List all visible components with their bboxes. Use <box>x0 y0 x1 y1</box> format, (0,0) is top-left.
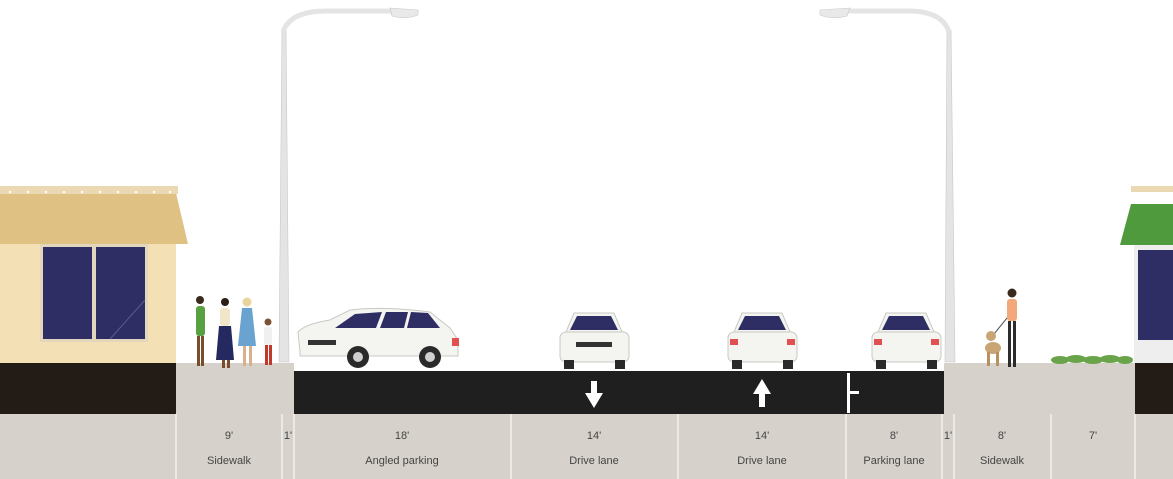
segment-sidewalk-left[interactable]: 9' Sidewalk <box>207 430 252 467</box>
segment-buffer-right[interactable]: 1' <box>944 430 952 442</box>
planting-strip <box>1051 355 1133 364</box>
parking-t-marking-icon <box>847 373 859 413</box>
pedestrian <box>196 296 205 366</box>
pedestrian-group <box>196 296 272 368</box>
pedestrian <box>216 298 234 368</box>
segment-sidewalk-right[interactable]: 8' Sidewalk <box>980 430 1025 467</box>
left-building-base <box>0 363 176 414</box>
roadway-asphalt <box>294 371 944 414</box>
pedestrian-with-dog <box>985 288 1017 367</box>
segment-width: 9' <box>225 430 233 442</box>
segment-dividers <box>175 414 1136 479</box>
car-angled-parking <box>297 307 459 368</box>
dog <box>985 342 1001 354</box>
segment-drive-lane-inbound[interactable]: 14' Drive lane <box>737 430 787 467</box>
segment-buffer-left[interactable]: 1' <box>284 430 292 442</box>
pedestrian <box>264 318 272 365</box>
segment-planting-right[interactable]: 7' <box>1089 430 1097 442</box>
segment-width: 1' <box>284 430 292 442</box>
right-building-base <box>1135 363 1173 414</box>
window <box>1138 250 1173 340</box>
segment-width: 8' <box>998 430 1006 442</box>
street-lamp-left <box>278 7 419 363</box>
pedestrian <box>238 297 256 366</box>
label-band <box>0 414 1173 479</box>
segment-width: 18' <box>395 430 409 442</box>
segment-width: 1' <box>944 430 952 442</box>
segment-width: 8' <box>890 430 898 442</box>
left-building <box>0 186 188 363</box>
street-lamp-right <box>819 7 956 363</box>
segment-label: Sidewalk <box>207 455 252 467</box>
arrow-down-icon <box>585 381 603 408</box>
right-building <box>1120 186 1173 363</box>
left-sidewalk-surface <box>176 363 294 414</box>
car-drive-lane-outbound <box>559 312 630 369</box>
segment-label: Parking lane <box>863 455 924 467</box>
segment-width: 14' <box>587 430 601 442</box>
segment-label: Drive lane <box>737 455 787 467</box>
segment-width: 7' <box>1089 430 1097 442</box>
segment-parking-lane[interactable]: 8' Parking lane <box>863 430 924 467</box>
arrow-up-icon <box>753 379 771 407</box>
segment-label: Angled parking <box>365 455 438 467</box>
segment-label: Drive lane <box>569 455 619 467</box>
segment-label: Sidewalk <box>980 455 1025 467</box>
segment-drive-lane-outbound[interactable]: 14' Drive lane <box>569 430 619 467</box>
segment-width: 14' <box>755 430 769 442</box>
right-sidewalk-surface <box>944 363 1135 414</box>
car-parking-lane <box>871 312 942 369</box>
car-drive-lane-inbound <box>727 312 798 369</box>
segment-angled-parking[interactable]: 18' Angled parking <box>365 430 438 467</box>
